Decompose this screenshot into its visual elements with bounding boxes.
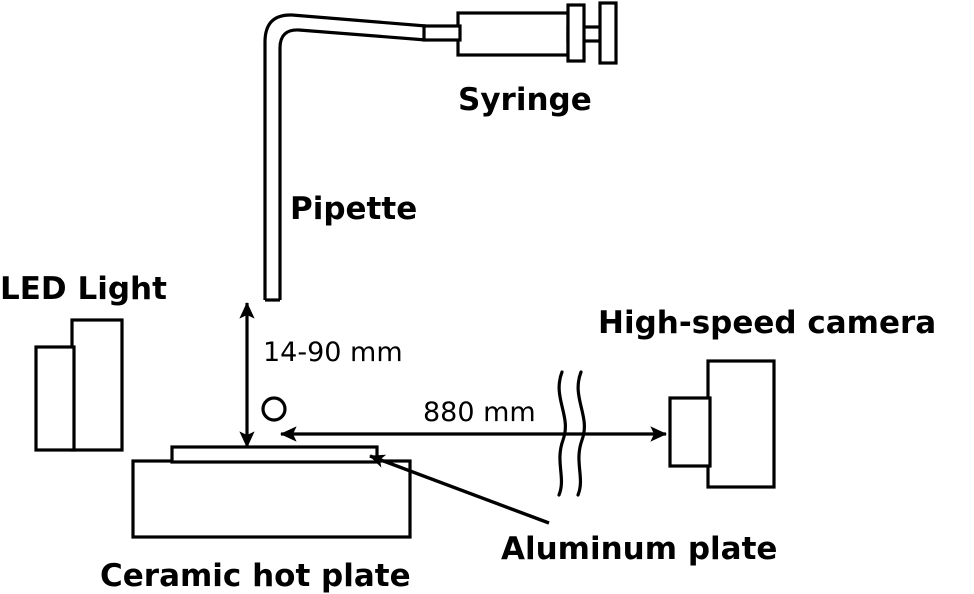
led-light-housing: [70, 318, 124, 452]
ceramic-hot-plate-body: [131, 459, 412, 539]
aluminum-plate-label: Aluminum plate: [501, 531, 777, 567]
syringe-barrel: [456, 11, 570, 57]
syringe-label: Syringe: [458, 82, 592, 118]
led-light-label: LED Light: [0, 271, 167, 307]
syringe-flange: [566, 3, 586, 63]
pipette-assembly: [263, 13, 427, 302]
syringe-assembly: [422, 1, 618, 65]
droplet: [261, 396, 287, 422]
high-speed-camera-assembly: [668, 359, 776, 489]
syringe-thumb-rest: [598, 1, 618, 65]
drop-height-dimension-label: 14-90 mm: [263, 337, 403, 368]
break-curve-left: [557, 370, 567, 497]
syringe-nozzle: [422, 24, 462, 42]
led-light-emitter: [34, 345, 76, 452]
camera-lens: [668, 396, 712, 468]
high-speed-camera-label: High-speed camera: [598, 305, 936, 341]
pipette-label: Pipette: [290, 191, 417, 227]
plate-assembly: [131, 445, 412, 539]
break-curve-right: [576, 370, 586, 497]
pipette-outer-wall: [263, 13, 427, 300]
camera-distance-dimension-label: 880 mm: [423, 397, 536, 428]
aluminum-plate-leader-line: [369, 454, 550, 525]
camera-body: [706, 359, 776, 489]
break-symbol: [557, 370, 586, 497]
led-light-assembly: [34, 318, 124, 452]
ceramic-hot-plate-label: Ceramic hot plate: [100, 558, 411, 594]
aluminum-plate-body: [170, 445, 379, 464]
pipette-inner-wall: [278, 28, 427, 300]
